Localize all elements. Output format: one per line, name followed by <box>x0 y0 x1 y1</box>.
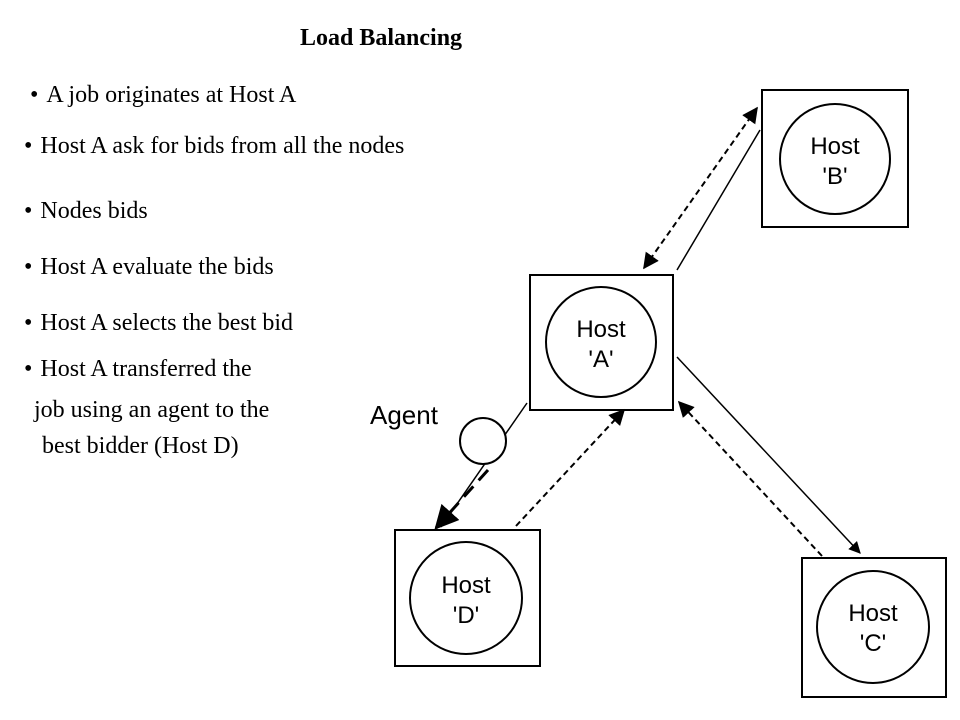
bullet-dot: • <box>24 133 33 159</box>
request-arrow-a-to-c <box>676 356 861 554</box>
host-d-label: Host <box>441 572 491 599</box>
bullet-text: Host A transferred the <box>40 356 252 382</box>
bullet-text: Host A ask for bids from all the nodes <box>40 133 405 159</box>
bullet-text: A job originates at Host A <box>46 82 297 108</box>
bullet-dot: • <box>24 254 33 280</box>
bullet-text: Host A selects the best bid <box>40 310 294 336</box>
host-a-label: Host <box>576 316 626 343</box>
bullet-item: • Nodes bids <box>24 194 148 228</box>
request-line-a-to-b <box>676 129 761 271</box>
bid-arrow-c-to-a <box>677 400 823 557</box>
host-c-circle <box>816 570 930 684</box>
bullet-dot: • <box>24 310 33 336</box>
host-c-id: 'C' <box>860 630 887 657</box>
host-a-id: 'A' <box>588 346 613 373</box>
host-c-label: Host <box>848 600 898 627</box>
bullet-continuation: job using an agent to the <box>34 397 270 423</box>
bullet-dot: • <box>24 198 33 224</box>
bullet-item: • A job originates at Host A <box>30 78 296 112</box>
bullet-dot: • <box>30 82 39 108</box>
bid-arrow-d-to-a <box>515 408 626 527</box>
host-b-node: Host 'B' <box>761 89 909 228</box>
host-a-node: Host 'A' <box>529 274 674 411</box>
host-b-label: Host <box>810 133 860 160</box>
host-c-node: Host 'C' <box>801 557 947 698</box>
agent-label: Agent <box>370 400 439 430</box>
host-a-circle <box>545 286 657 398</box>
bullet-item: • Host A ask for bids from all the nodes <box>24 129 404 163</box>
agent-circle <box>459 417 507 465</box>
slide-title: Load Balancing <box>300 25 463 51</box>
bullet-text: Nodes bids <box>40 198 148 224</box>
host-b-circle <box>779 103 891 215</box>
agent-transfer-arrow <box>434 468 490 530</box>
bullet-text: Host A evaluate the bids <box>40 254 274 280</box>
host-b-id: 'B' <box>822 163 847 190</box>
bullet-item: • Host A selects the best bid <box>24 306 293 340</box>
bid-arrow-b-a <box>643 106 758 270</box>
bullet-dot: • <box>24 356 33 382</box>
bullet-item: • Host A transferred the <box>24 352 252 386</box>
host-d-circle <box>409 541 523 655</box>
host-d-id: 'D' <box>453 602 480 629</box>
host-d-node: Host 'D' <box>394 529 541 667</box>
bullet-item: • Host A evaluate the bids <box>24 250 274 284</box>
bullet-continuation: best bidder (Host D) <box>42 433 239 459</box>
